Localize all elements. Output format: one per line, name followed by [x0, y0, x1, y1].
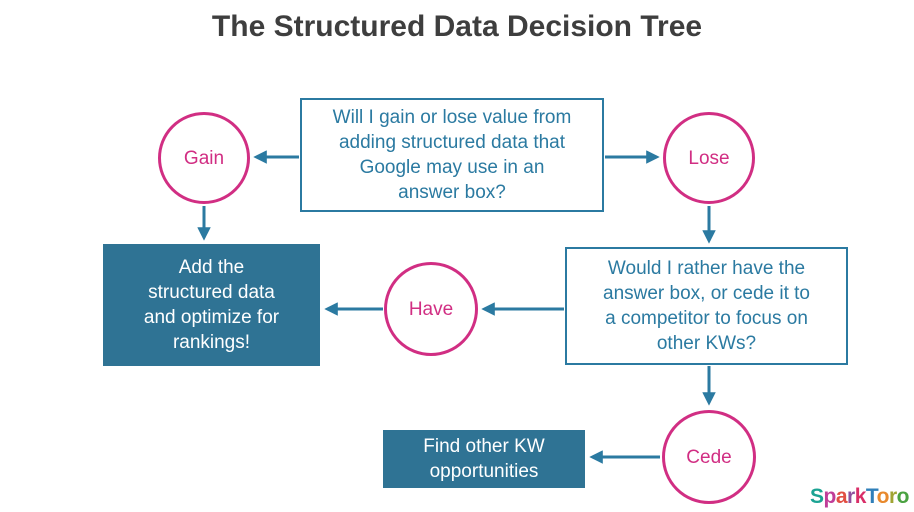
logo-letter: T	[865, 485, 877, 508]
node-lose: Lose	[663, 112, 755, 204]
logo-letter: o	[876, 485, 890, 508]
logo-letter: p	[823, 485, 836, 508]
node-add-structured-data: Add the structured data and optimize for…	[103, 244, 320, 366]
logo-letter: k	[854, 485, 867, 508]
node-have: Have	[384, 262, 478, 356]
node-question-gain-or-lose: Will I gain or lose value from adding st…	[300, 98, 604, 212]
node-gain: Gain	[158, 112, 250, 204]
logo-letter: o	[896, 485, 910, 508]
node-question-rather-have: Would I rather have the answer box, or c…	[565, 247, 848, 365]
node-cede: Cede	[662, 410, 756, 504]
logo-letter: r	[847, 485, 855, 508]
node-find-kw-opportunities: Find other KW opportunities	[383, 430, 585, 488]
logo-letter: S	[809, 485, 824, 508]
sparktoro-logo: SparkToro	[809, 485, 910, 509]
logo-letter: r	[888, 485, 897, 508]
page-title: The Structured Data Decision Tree	[211, 10, 703, 43]
logo-letter: a	[835, 485, 848, 508]
